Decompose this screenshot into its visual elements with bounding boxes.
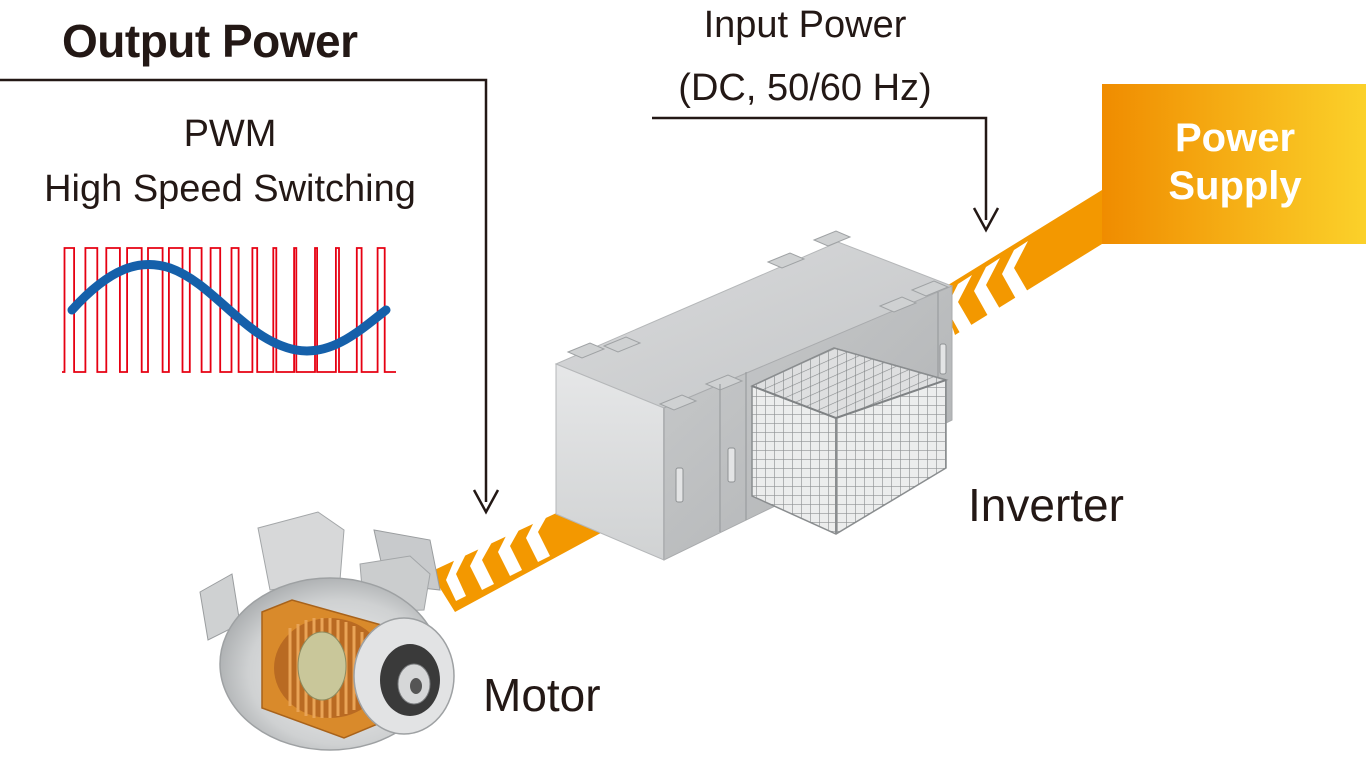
pwm-pulse-path <box>62 247 396 373</box>
power-supply-label-line1: Power <box>1174 116 1296 160</box>
input-power-callout <box>652 116 1000 233</box>
inverter-to-motor-flow <box>430 488 610 612</box>
input-power-label: Input Power <box>703 4 907 46</box>
electric-motor-cutaway-icon <box>199 511 455 751</box>
supply-to-inverter-flow <box>940 190 1102 335</box>
pwm-waveform-icon <box>62 247 396 373</box>
power-supply-label-line2: Supply <box>1168 164 1302 208</box>
output-power-title: Output Power <box>62 15 358 67</box>
pwm-label: PWM <box>183 113 277 155</box>
inverter-cabinet-icon <box>554 230 954 561</box>
output-power-callout <box>0 78 500 515</box>
sine-wave <box>67 260 391 356</box>
inverter-label: Inverter <box>968 479 1124 531</box>
high-speed-switching-label: High Speed Switching <box>44 168 416 210</box>
input-power-spec: (DC, 50/60 Hz) <box>678 67 932 109</box>
pwm-pulse-train <box>62 247 396 373</box>
power-supply-banner <box>1102 84 1366 244</box>
motor-label: Motor <box>483 669 601 721</box>
